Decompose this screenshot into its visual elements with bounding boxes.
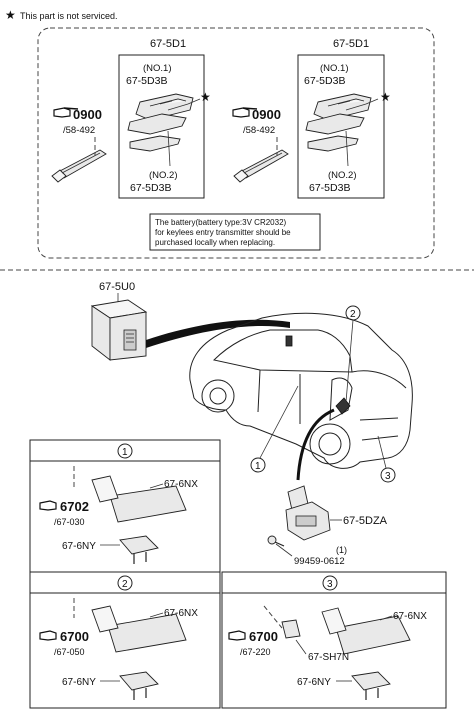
module-label: 67-5U0: [99, 281, 135, 293]
leader: [295, 639, 307, 655]
callout-3: [380, 467, 396, 483]
leader: [379, 615, 393, 621]
bolt-label: 99459-0612: [294, 556, 345, 567]
no2-label: (NO.2): [149, 170, 178, 181]
leader: [149, 483, 164, 489]
callout-1-label: 1: [255, 461, 261, 472]
assembly-label: 67-5D1: [333, 38, 369, 50]
sensor-icon: [285, 485, 331, 541]
leader: [345, 130, 349, 167]
bolt-icon: [267, 535, 285, 547]
ref-code: 0900: [252, 107, 281, 122]
panel-2-part-b: 67-6NY: [62, 677, 96, 688]
callout-1: [250, 457, 266, 473]
panel-2-number: 2: [122, 579, 128, 590]
panel-3-badge: [322, 575, 338, 591]
leader: [345, 319, 354, 403]
key-box: [118, 54, 205, 199]
panel-1-badge: [117, 443, 133, 459]
pointing-hand-icon: [53, 107, 79, 118]
notice-text: This part is not serviced.: [20, 11, 118, 21]
panel-3-part-a: 67-6NX: [393, 611, 427, 622]
pointing-hand-icon: [39, 500, 57, 511]
panel-3-ref-code: 6700: [249, 629, 278, 644]
vehicle-outline: [189, 312, 413, 469]
no1-label: (NO.1): [143, 63, 172, 74]
key-fob-icon: [127, 93, 194, 152]
leader: [167, 130, 171, 167]
pointing-hand-icon: [228, 630, 246, 641]
ref-page: /58-492: [63, 125, 95, 136]
panel-1-ref-code: 6702: [60, 499, 89, 514]
callout-2-label: 2: [350, 309, 356, 320]
no2-label: (NO.2): [328, 170, 357, 181]
panel-2-ref-page: /67-050: [54, 647, 85, 657]
panel-3-part-c: 67-SH7N: [308, 652, 349, 663]
battery-note-line1: The battery(battery type:3V CR2032): [155, 218, 287, 227]
no1-label: (NO.1): [320, 63, 349, 74]
panel-2: [29, 571, 221, 709]
leader: [149, 612, 164, 618]
no1-part: 67-5D3B: [126, 75, 167, 87]
battery-note-line2: for keylees entry transmitter should be: [155, 228, 291, 237]
key-set-left: 67-5D1 (NO.1) 67-5D3B ★ (NO.2) 67-5D3B 0…: [51, 38, 211, 199]
clip-icon: [351, 671, 391, 700]
pointing-hand-icon: [39, 630, 57, 641]
panel-2-badge: [117, 575, 133, 591]
clip-icon: [119, 535, 159, 564]
no1-part: 67-5D3B: [304, 75, 345, 87]
battery-note-line3: purchased locally when replacing.: [155, 238, 275, 247]
callout-3-label: 3: [385, 471, 391, 482]
bolt-qty: (1): [336, 545, 347, 555]
no2-part: 67-5D3B: [309, 182, 350, 194]
panel-3: [221, 571, 447, 709]
panel-1-part-b: 67-6NY: [62, 541, 96, 552]
leader: [259, 385, 299, 459]
handle-icon: [73, 598, 187, 653]
panel-2-ref-code: 6700: [60, 629, 89, 644]
panel-1-number: 1: [122, 447, 128, 458]
battery-note-box: [149, 213, 321, 251]
blade-key-icon: [233, 149, 289, 183]
leader: [365, 98, 379, 105]
panel-1-part-a: 67-6NX: [164, 479, 198, 490]
key-set-right: 67-5D1 (NO.1) 67-5D3B ★ (NO.2) 67-5D3B 0…: [232, 38, 391, 199]
panel-3-ref-page: /67-220: [240, 647, 271, 657]
sensor-pointer: [296, 408, 335, 481]
leader: [187, 98, 201, 105]
star-icon: ★: [380, 90, 391, 104]
star-icon: ★: [5, 8, 16, 22]
key-box: [297, 54, 385, 199]
pointing-hand-icon: [232, 107, 258, 118]
panel-1-ref-page: /67-030: [54, 517, 85, 527]
clip-icon: [119, 671, 159, 700]
handle-icon: [321, 607, 411, 655]
assembly-label: 67-5D1: [150, 38, 186, 50]
no2-part: 67-5D3B: [130, 182, 171, 194]
key-fob-icon: [305, 93, 372, 152]
panel-3-part-b: 67-6NY: [297, 677, 331, 688]
star-icon: ★: [200, 90, 211, 104]
handle-icon: [73, 466, 187, 523]
ref-page: /58-492: [243, 125, 275, 136]
blade-key-icon: [51, 149, 107, 183]
ref-code: 0900: [73, 107, 102, 122]
leader: [275, 543, 293, 557]
location-pointer: [146, 319, 290, 348]
panel-2-part-a: 67-6NX: [164, 608, 198, 619]
sensor-label: 67-5DZA: [343, 515, 388, 527]
connector-icon: [263, 605, 301, 639]
control-module-icon: [90, 299, 148, 361]
leader: [377, 435, 387, 469]
key-group-frame: [37, 27, 435, 259]
panel-3-number: 3: [327, 579, 333, 590]
